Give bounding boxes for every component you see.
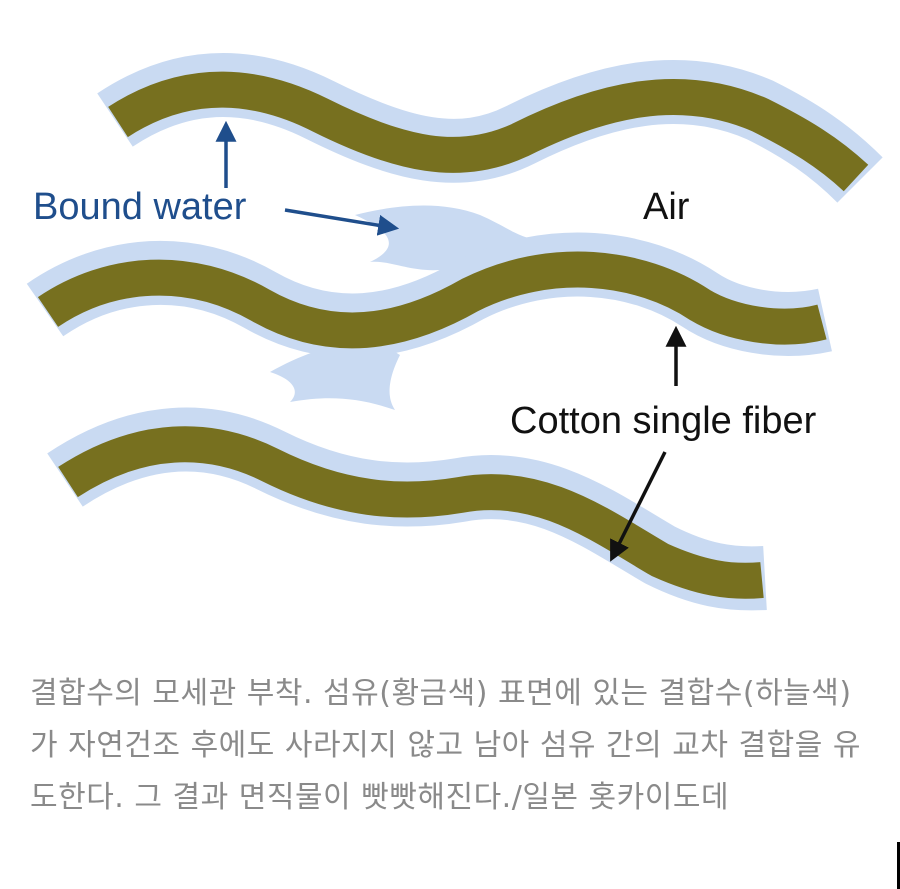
label-cotton-fiber: Cotton single fiber <box>510 400 817 442</box>
fiber-bottom <box>58 426 764 599</box>
cotton-fibers <box>37 71 869 599</box>
label-bound-water: Bound water <box>33 186 247 228</box>
fiber-middle <box>37 251 827 349</box>
label-air: Air <box>643 186 690 228</box>
arrow-fiber-down <box>610 451 667 562</box>
fiber-diagram: Bound water Air Cotton single fiber <box>26 53 883 611</box>
arrow-bound-water-right <box>284 208 400 236</box>
caption: 결합수의 모세관 부착. 섬유(황금색) 표면에 있는 결합수(하늘색)가 자연… <box>30 676 861 815</box>
water-bridge-lower <box>270 339 400 410</box>
fiber-top <box>108 71 869 192</box>
edge-mark <box>897 842 900 889</box>
